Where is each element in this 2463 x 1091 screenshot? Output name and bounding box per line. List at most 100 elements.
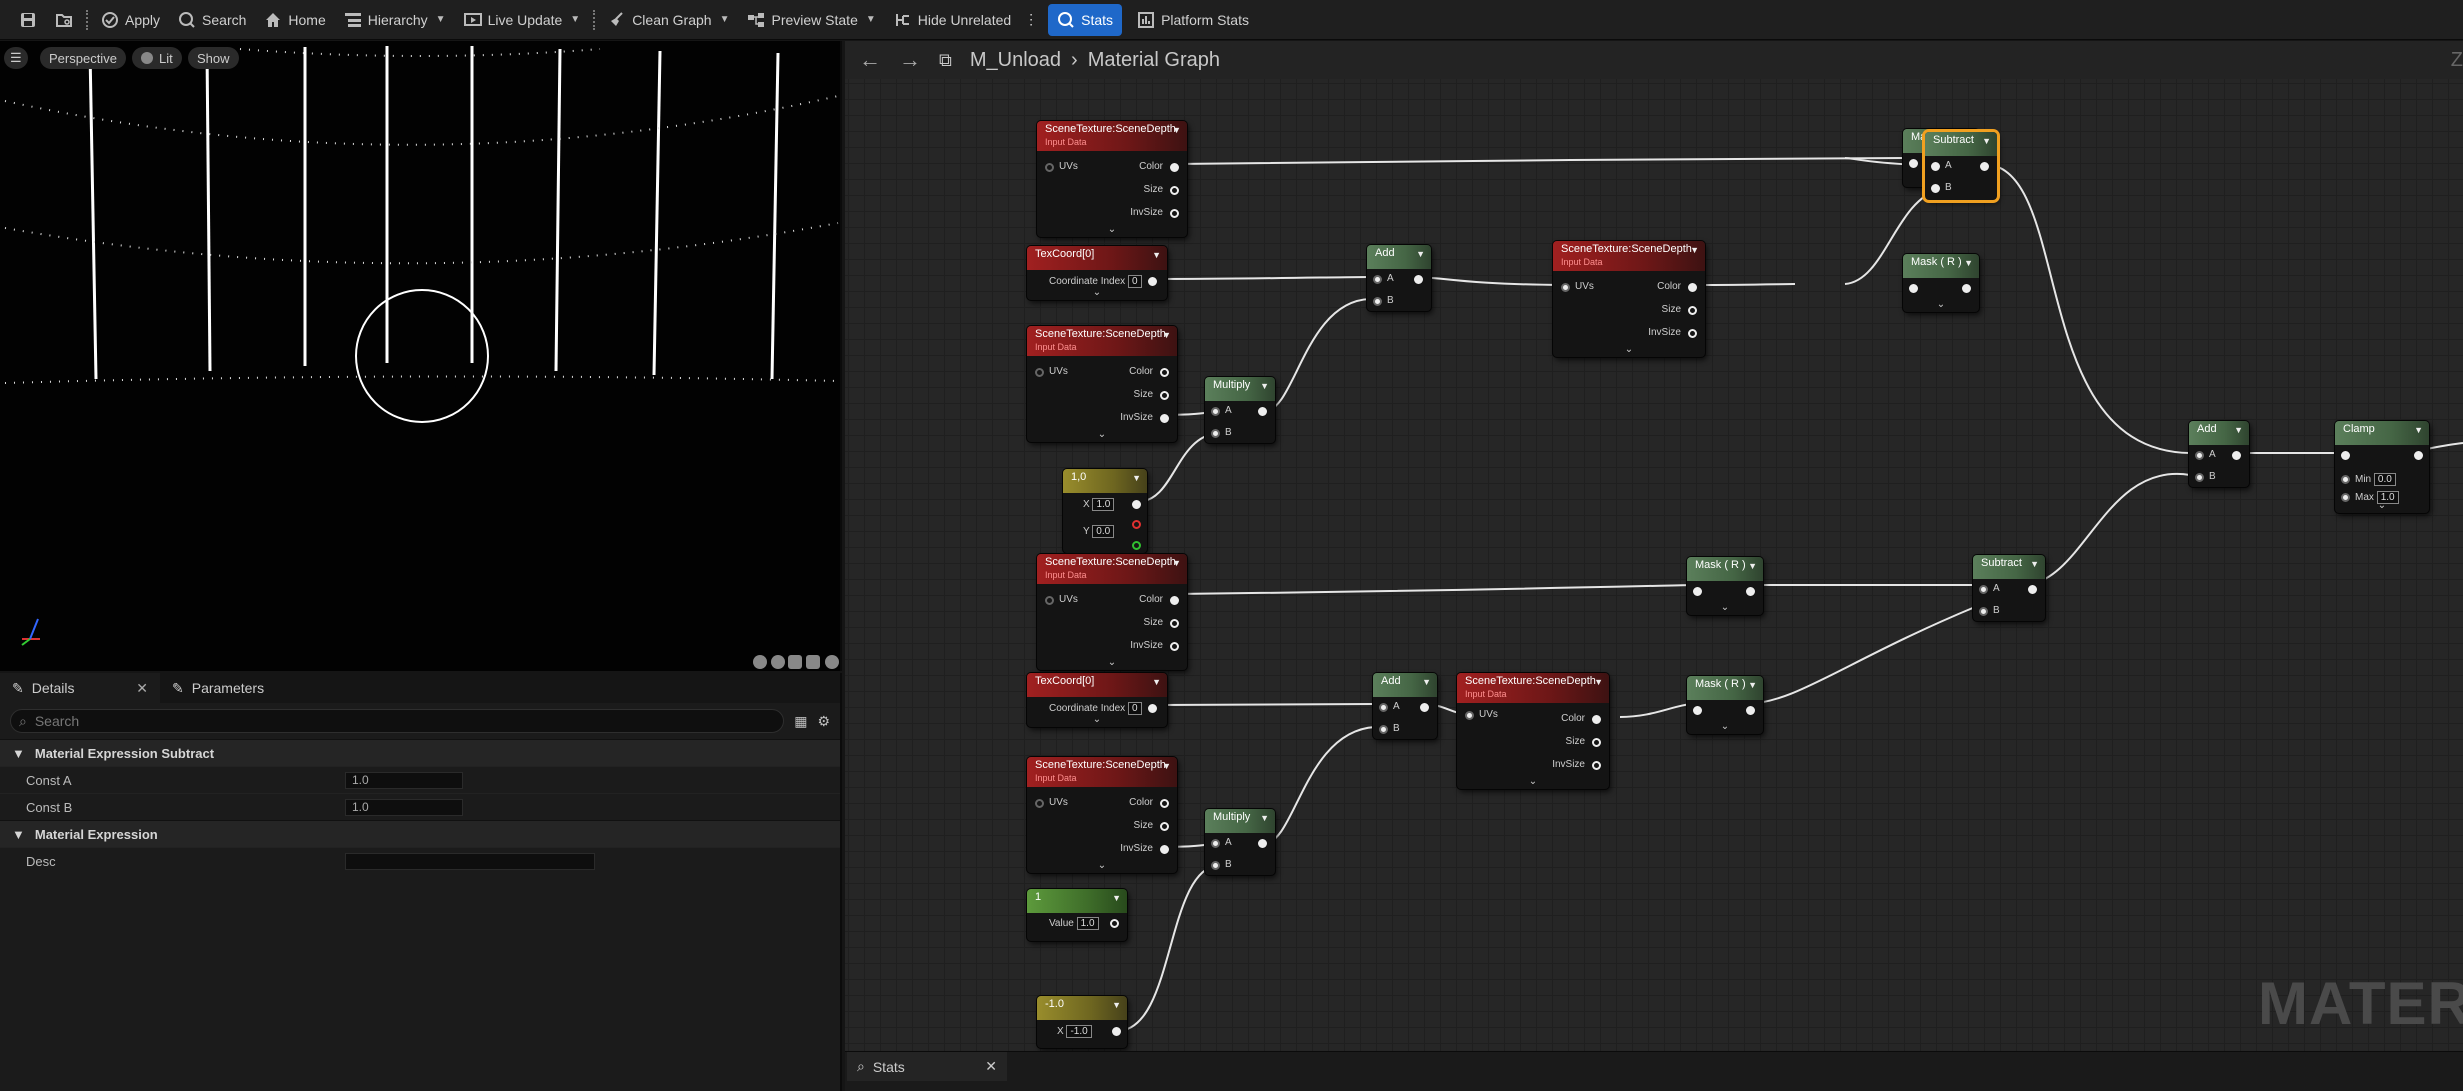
input-pin-a[interactable] xyxy=(1379,703,1388,712)
expand-chevron-icon[interactable]: ⌄ xyxy=(1528,776,1538,787)
apply-button[interactable]: Apply xyxy=(92,4,169,36)
node-clamp[interactable]: Clamp▼ Min 0.0 Max 1.0 ⌄ xyxy=(2335,421,2429,513)
output-pin-invsize[interactable] xyxy=(1170,209,1179,218)
output-pin-invsize[interactable] xyxy=(1160,414,1169,423)
output-pin-size[interactable] xyxy=(1160,822,1169,831)
output-pin-r[interactable] xyxy=(1132,520,1141,529)
coordinate-index-input[interactable]: 0 xyxy=(1127,702,1142,715)
input-pin-uvs[interactable] xyxy=(1035,799,1044,808)
input-pin-a[interactable] xyxy=(1979,585,1988,594)
node-mask-4[interactable]: Mask ( R )▼ ⌄ xyxy=(1687,676,1763,734)
input-pin[interactable] xyxy=(2341,451,2350,460)
live-update-dropdown[interactable]: Live Update▼ xyxy=(455,4,590,36)
input-pin-uvs[interactable] xyxy=(1045,596,1054,605)
chevron-down-icon[interactable]: ▼ xyxy=(1152,250,1161,260)
input-pin-b[interactable] xyxy=(2195,473,2204,482)
expand-chevron-icon[interactable]: ⌄ xyxy=(1720,602,1730,613)
chevron-down-icon[interactable]: ▼ xyxy=(1260,381,1269,391)
input-pin-uvs[interactable] xyxy=(1561,283,1570,292)
tab-details[interactable]: ✎Details✕ xyxy=(0,673,160,703)
input-pin-a[interactable] xyxy=(1931,162,1940,171)
tab-stats[interactable]: ⌕Stats✕ xyxy=(847,1052,1007,1081)
output-pin-color[interactable] xyxy=(1160,799,1169,808)
chevron-down-icon[interactable]: ▼ xyxy=(1172,125,1181,135)
expand-chevron-icon[interactable]: ⌄ xyxy=(1092,287,1102,298)
chevron-down-icon[interactable]: ▼ xyxy=(1132,473,1141,483)
more-options-icon[interactable]: ⋮ xyxy=(1024,11,1039,27)
chevron-down-icon[interactable]: ▼ xyxy=(1982,136,1991,146)
output-pin-g[interactable] xyxy=(1132,541,1141,550)
output-pin-size[interactable] xyxy=(1592,738,1601,747)
stats-toggle-button[interactable]: Stats xyxy=(1048,3,1123,36)
input-pin[interactable] xyxy=(1909,284,1918,293)
close-icon[interactable]: ✕ xyxy=(985,1058,997,1074)
input-pin-a[interactable] xyxy=(1373,275,1382,284)
chevron-down-icon[interactable]: ▼ xyxy=(1594,677,1603,687)
expand-chevron-icon[interactable]: ⌄ xyxy=(2377,500,2387,511)
browse-button[interactable] xyxy=(46,4,82,36)
chevron-down-icon[interactable]: ▼ xyxy=(1112,1000,1121,1010)
expand-chevron-icon[interactable]: ⌄ xyxy=(1624,344,1634,355)
input-pin-uvs[interactable] xyxy=(1035,368,1044,377)
node-texcoord-1[interactable]: TexCoord[0]▼ Coordinate Index 0 ⌄ xyxy=(1027,246,1167,300)
input-pin-b[interactable] xyxy=(1373,297,1382,306)
input-pin-b[interactable] xyxy=(1379,725,1388,734)
expand-chevron-icon[interactable]: ⌄ xyxy=(1107,657,1117,668)
output-pin-invsize[interactable] xyxy=(1688,329,1697,338)
output-pin-invsize[interactable] xyxy=(1160,845,1169,854)
output-pin[interactable] xyxy=(1746,706,1755,715)
viewport-menu-button[interactable]: ☰ xyxy=(4,47,28,69)
section-material-expression-subtract[interactable]: ▼Material Expression Subtract xyxy=(0,739,840,766)
platform-stats-button[interactable]: Platform Stats xyxy=(1128,4,1258,36)
table-view-icon[interactable]: ▦ xyxy=(794,712,808,729)
chevron-down-icon[interactable]: ▼ xyxy=(2414,425,2423,435)
output-pin-color[interactable] xyxy=(1170,596,1179,605)
node-constant-1[interactable]: 1▼ Value 1.0 xyxy=(1027,889,1127,941)
expand-chevron-icon[interactable]: ⌄ xyxy=(1097,860,1107,871)
close-icon[interactable]: ✕ xyxy=(136,679,148,696)
x-input[interactable]: -1.0 xyxy=(1066,1025,1092,1038)
output-pin[interactable] xyxy=(1110,919,1119,928)
value-input[interactable]: 1.0 xyxy=(1076,917,1099,930)
chevron-down-icon[interactable]: ▼ xyxy=(1416,249,1425,259)
output-pin[interactable] xyxy=(2028,585,2037,594)
input-pin-b[interactable] xyxy=(1979,607,1988,616)
output-pin-color[interactable] xyxy=(1160,368,1169,377)
output-pin-size[interactable] xyxy=(1170,186,1179,195)
home-button[interactable]: Home xyxy=(255,4,334,36)
input-pin[interactable] xyxy=(1693,587,1702,596)
chevron-down-icon[interactable]: ▼ xyxy=(2030,559,2039,569)
output-pin[interactable] xyxy=(1414,275,1423,284)
output-pin[interactable] xyxy=(1962,284,1971,293)
input-pin-a[interactable] xyxy=(1211,839,1220,848)
preview-viewport[interactable]: ☰ Perspective Lit Show xyxy=(0,41,842,671)
node-constant2vector[interactable]: 1,0▼ X 1.0 Y 0.0 xyxy=(1063,469,1147,553)
input-pin[interactable] xyxy=(1693,706,1702,715)
node-multiply-2[interactable]: Multiply▼ A B xyxy=(1205,809,1275,875)
chevron-down-icon[interactable]: ▼ xyxy=(1690,245,1699,255)
node-constant-neg1[interactable]: -1.0▼ X -1.0 xyxy=(1037,996,1127,1048)
node-multiply-1[interactable]: Multiply▼ A B xyxy=(1205,377,1275,443)
perspective-button[interactable]: Perspective xyxy=(40,47,126,69)
chevron-down-icon[interactable]: ▼ xyxy=(1422,677,1431,687)
output-pin[interactable] xyxy=(1112,1027,1121,1036)
chevron-down-icon[interactable]: ▼ xyxy=(1162,330,1171,340)
chevron-down-icon[interactable]: ▼ xyxy=(1162,761,1171,771)
y-input[interactable]: 0.0 xyxy=(1092,525,1115,538)
expand-chevron-icon[interactable]: ⌄ xyxy=(1936,299,1946,310)
input-pin-b[interactable] xyxy=(1931,184,1940,193)
chevron-down-icon[interactable]: ▼ xyxy=(1152,677,1161,687)
input-pin-a[interactable] xyxy=(2195,451,2204,460)
node-add-2[interactable]: Add▼ A B xyxy=(1373,673,1437,739)
const-a-input[interactable]: 1.0 xyxy=(345,771,463,789)
chevron-down-icon[interactable]: ▼ xyxy=(1748,680,1757,690)
input-pin-b[interactable] xyxy=(1211,429,1220,438)
breadcrumb-asset[interactable]: M_Unload xyxy=(969,48,1062,71)
expand-chevron-icon[interactable]: ⌄ xyxy=(1097,429,1107,440)
output-pin[interactable] xyxy=(1420,703,1429,712)
chevron-down-icon[interactable]: ▼ xyxy=(2234,425,2243,435)
details-search-input[interactable]: ⌕Search xyxy=(10,709,785,733)
